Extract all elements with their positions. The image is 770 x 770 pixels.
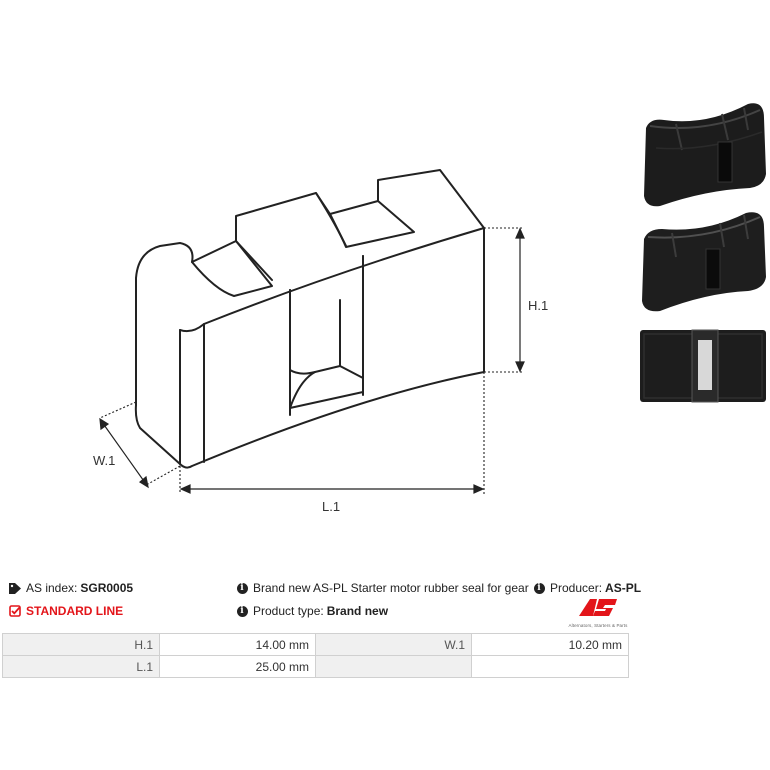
table-row: L.1 25.00 mm [2, 655, 629, 678]
checkbox-checked-icon [8, 604, 22, 618]
product-photo-bottom[interactable] [636, 322, 770, 412]
spec-label-w: W.1 [315, 633, 472, 656]
part-notch-left [191, 240, 273, 297]
description-text: Brand new AS-PL Starter motor rubber sea… [253, 581, 529, 595]
standard-line: STANDARD LINE [8, 604, 123, 618]
product-type: i Product type: Brand new [235, 604, 388, 618]
dimension-h-label: H.1 [528, 298, 548, 313]
product-photo-middle[interactable] [636, 205, 770, 325]
spec-label-empty [315, 655, 472, 678]
tag-icon [8, 581, 22, 595]
spec-label-h: H.1 [2, 633, 160, 656]
dimension-w-label: W.1 [93, 453, 115, 468]
standard-line-text: STANDARD LINE [26, 604, 124, 618]
product-type-label: Product type: [253, 604, 324, 618]
spec-value-w: 10.20 mm [471, 633, 629, 656]
part-outline [134, 169, 485, 469]
part-notch-right [315, 192, 415, 248]
as-pl-logo: AS Alternators, Starters & Parts [566, 598, 630, 628]
info-icon: i [532, 581, 546, 595]
info-icon: i [235, 604, 249, 618]
producer: i Producer: AS-PL [532, 581, 641, 595]
logo-subtitle: Alternators, Starters & Parts [568, 623, 628, 628]
spec-value-empty [471, 655, 629, 678]
info-icon: i [235, 581, 249, 595]
spec-label-l: L.1 [2, 655, 160, 678]
as-index-label: AS index: [26, 581, 78, 595]
product-photo-top[interactable] [636, 90, 770, 210]
as-index-value: SGR0005 [80, 581, 134, 595]
product-type-value: Brand new [326, 604, 389, 618]
spec-value-l: 25.00 mm [159, 655, 316, 678]
description: i Brand new AS-PL Starter motor rubber s… [235, 581, 529, 595]
as-index: AS index: SGR0005 [8, 581, 133, 595]
dimension-l-label: L.1 [322, 499, 340, 514]
technical-drawing: H.1 W.1 L.1 [93, 169, 548, 514]
producer-value: AS-PL [605, 581, 642, 595]
part-top-edge [179, 227, 485, 333]
spec-value-h: 14.00 mm [159, 633, 316, 656]
specs-table: H.1 14.00 mm W.1 10.20 mm L.1 25.00 mm [2, 633, 629, 678]
logo-mark: AS [579, 599, 617, 616]
table-row: H.1 14.00 mm W.1 10.20 mm [2, 633, 629, 656]
producer-label: Producer: [550, 581, 603, 595]
